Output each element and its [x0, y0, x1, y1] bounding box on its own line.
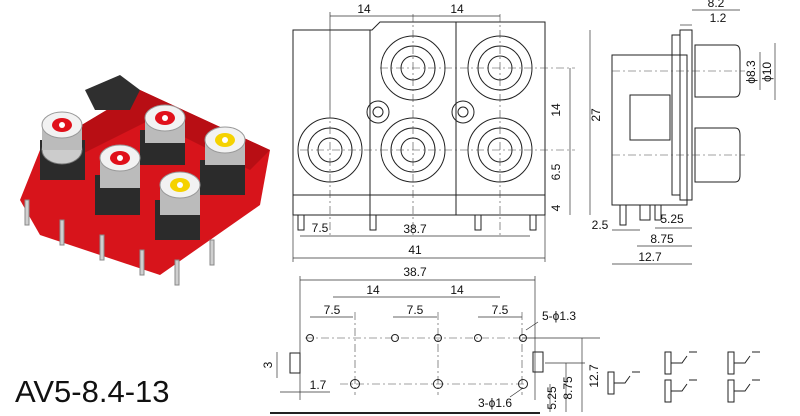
dim-dia-inner: ϕ8.3: [744, 60, 758, 84]
model-title: AV5-8.4-13: [15, 374, 170, 409]
product-photo: [20, 75, 270, 286]
jack-yellow-top-right: [200, 126, 246, 195]
dim-height-low: 4: [549, 204, 563, 211]
switch-symbol: [664, 351, 697, 375]
dim-depth-top: 8.2: [708, 0, 725, 10]
switch-symbol: [727, 379, 760, 403]
schematic-symbols: [607, 351, 760, 403]
front-view: [292, 12, 591, 262]
dim-top-pitch-left: 14: [357, 2, 371, 16]
jack-white-top-mid: [140, 104, 186, 165]
fp-large-holes: 3-ϕ1.6: [478, 396, 512, 410]
fp-row-2: 8.75: [561, 376, 575, 400]
fp-offset-2: 7.5: [407, 303, 424, 317]
fp-pitch-right: 14: [450, 283, 464, 297]
fp-small-holes: 5-ϕ1.3: [542, 309, 576, 323]
fp-span: 38.7: [403, 265, 427, 279]
dim-height-upper: 14: [549, 103, 563, 117]
dim-dia-outer: ϕ10: [760, 62, 774, 82]
dim-pin-b: 5.25: [660, 212, 684, 226]
dim-pin-span: 38.7: [403, 222, 427, 236]
jack-yellow-bottom-right: [155, 171, 201, 240]
dim-top-pitch-right: 14: [450, 2, 464, 16]
jack-white-bottom-left: [95, 144, 141, 215]
jack-white-top-left: [40, 111, 85, 180]
switch-symbol: [664, 379, 697, 403]
dim-height-total: 27: [589, 108, 603, 122]
switch-symbol: [607, 371, 640, 395]
fp-offset-1: 7.5: [324, 303, 341, 317]
dim-flange: 1.2: [710, 11, 727, 25]
pcb-footprint: [270, 276, 600, 414]
switch-symbol: [727, 351, 760, 375]
dim-pin-d: 12.7: [638, 250, 662, 264]
fp-tab-height: 3: [261, 361, 275, 368]
fp-offset-3: 7.5: [492, 303, 509, 317]
side-view: [611, 9, 776, 265]
dim-pin-c: 8.75: [650, 232, 674, 246]
fp-pitch-left: 14: [366, 283, 380, 297]
fp-row-1: 5.25: [545, 386, 559, 410]
dim-width-total: 41: [408, 243, 422, 257]
fp-row-3: 12.7: [587, 364, 601, 388]
dim-pin-a: 2.5: [592, 218, 609, 232]
dim-height-mid: 6.5: [549, 163, 563, 180]
dim-left-offset: 7.5: [312, 221, 329, 235]
fp-tab-offset: 1.7: [310, 378, 327, 392]
